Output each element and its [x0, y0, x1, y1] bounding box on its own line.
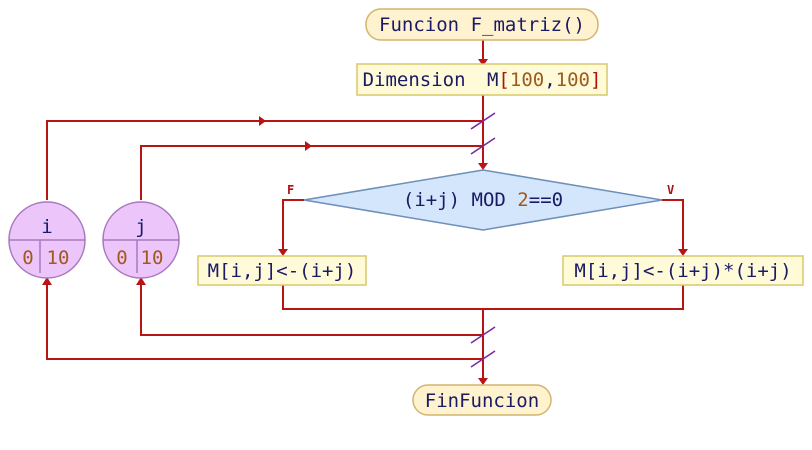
start-function-name: F_matriz() [471, 14, 585, 36]
split-mark [470, 350, 496, 368]
arrow-head [259, 116, 266, 126]
arrow-head [678, 249, 688, 256]
dimension-keyword: Dimension [363, 69, 466, 91]
condition-diamond: (i+j) MOD 2==0 [303, 169, 663, 231]
split-mark [470, 326, 496, 344]
dimension-size-2: 100 [556, 69, 590, 91]
loop-j-exit-line [140, 282, 483, 336]
svg-text:Funcion F_matriz(): Funcion F_matriz() [379, 14, 585, 36]
arrow-head [136, 277, 146, 285]
loop-i-var: i [41, 216, 52, 238]
branch-false-line [282, 199, 304, 252]
start-keyword: Funcion [379, 14, 459, 36]
dimension-size-1: 100 [510, 69, 544, 91]
condition-expression: (i+j) MOD [403, 189, 517, 211]
svg-text:(i+j) MOD 2==0: (i+j) MOD 2==0 [403, 189, 563, 211]
arrow-head [478, 59, 488, 66]
condition-compare: ==0 [529, 189, 563, 211]
branch-false-label: F [287, 183, 294, 197]
assign-true-box: M[i,j]<-(i+j)*(i+j) [562, 255, 804, 286]
join-mark [470, 112, 496, 130]
loop-j-to: 10 [141, 247, 164, 269]
dimension-var: M [487, 69, 498, 91]
loop-j-circle: j 0 10 [102, 201, 180, 279]
branch-true-label: V [667, 183, 674, 197]
branch-true-line [662, 199, 684, 252]
branch-merge-line [282, 285, 684, 310]
dimension-open-bracket: [ [498, 69, 509, 91]
assign-true-text: M[i,j]<-(i+j)*(i+j) [574, 260, 791, 282]
condition-number: 2 [517, 189, 528, 211]
loop-i-exit-line [46, 282, 483, 360]
arrow-head [305, 141, 312, 151]
assign-false-text: M[i,j]<-(i+j) [208, 260, 357, 282]
arrow-head [42, 277, 52, 285]
dimension-comma: , [544, 69, 555, 91]
loop-j-entry-line [140, 145, 483, 200]
loop-j-from: 0 [116, 247, 127, 269]
dimension-close-bracket: ] [590, 69, 601, 91]
loop-i-from: 0 [22, 247, 33, 269]
arrow-head [278, 249, 288, 256]
end-terminal: FinFuncion [412, 384, 552, 416]
arrow-head [478, 163, 488, 170]
loop-i-to: 10 [47, 247, 70, 269]
end-label: FinFuncion [425, 390, 539, 412]
loop-i-entry-line [46, 120, 483, 200]
svg-text:Dimension M[100,100]: Dimension M[100,100] [363, 69, 602, 91]
join-mark [470, 137, 496, 155]
arrow-head [478, 378, 488, 385]
loop-j-var: j [135, 216, 146, 238]
assign-false-box: M[i,j]<-(i+j) [197, 255, 367, 286]
start-terminal: Funcion F_matriz() [365, 8, 599, 41]
loop-i-circle: i 0 10 [8, 201, 86, 279]
dimension-box: Dimension M[100,100] [356, 63, 608, 96]
